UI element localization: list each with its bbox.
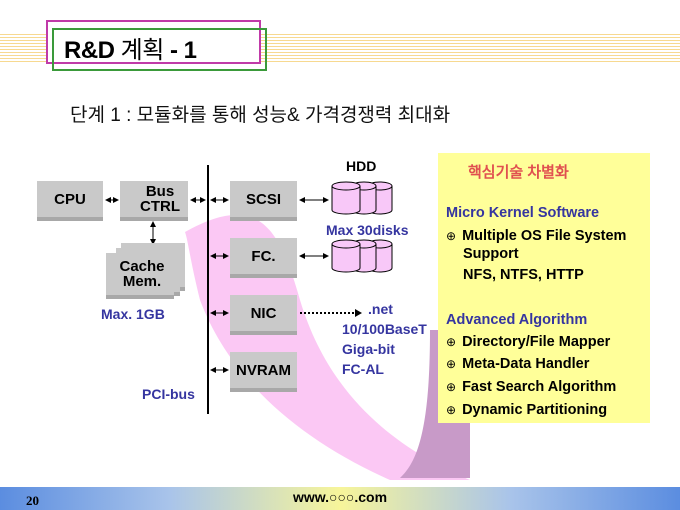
list-item: ⊕ Fast Search Algorithm xyxy=(446,379,616,395)
section-advanced-algorithm: Advanced Algorithm xyxy=(446,312,588,328)
item-text: Directory/File Mapper xyxy=(462,334,611,350)
bus-ctrl-box: Bus CTRL xyxy=(120,181,188,217)
item-text: Meta-Data Handler xyxy=(462,356,590,372)
bullet-icon: ⊕ xyxy=(446,229,457,243)
net-option: FC-AL xyxy=(342,361,384,377)
list-item-cont: Support xyxy=(463,246,519,262)
cpu-box: CPU xyxy=(37,181,103,217)
scsi-box: SCSI xyxy=(230,181,297,217)
title-suffix: - 1 xyxy=(170,37,197,64)
cache-mem-box: Cache Mem. xyxy=(106,253,174,295)
title-korean: 계획 xyxy=(120,37,165,64)
title-frame-magenta xyxy=(46,20,261,64)
footer-url: www.○○○.com xyxy=(292,489,388,505)
item-text: Multiple OS File System xyxy=(462,228,627,244)
net-option: 10/100BaseT xyxy=(342,321,427,337)
nvram-box: NVRAM xyxy=(230,352,297,388)
section-micro-kernel: Micro Kernel Software xyxy=(446,205,600,221)
net-option: Giga-bit xyxy=(342,341,395,357)
title-frame-green xyxy=(52,28,267,71)
net-label: .net xyxy=(368,301,393,317)
fc-box: FC. xyxy=(230,238,297,274)
page-number: 20 xyxy=(26,493,39,508)
hdd-cylinders xyxy=(331,181,393,273)
nic-box: NIC xyxy=(230,295,297,331)
panel-heading: 핵심기술 차별화 xyxy=(468,164,569,181)
swoosh-light xyxy=(185,214,470,480)
bullet-icon: ⊕ xyxy=(446,380,457,394)
list-item: ⊕ Dynamic Partitioning xyxy=(446,402,607,418)
bullet-icon: ⊕ xyxy=(446,335,457,349)
footer-bar xyxy=(0,487,680,510)
core-tech-panel: 핵심기술 차별화 Micro Kernel Software ⊕ Multiple… xyxy=(438,153,650,423)
list-item-cont: NFS, NTFS, HTTP xyxy=(463,267,584,283)
item-text: Fast Search Algorithm xyxy=(462,379,617,395)
cache-note: Max. 1GB xyxy=(101,306,165,322)
slide-subtitle: 단계 1 : 모듈화를 통해 성능& 가격경쟁력 최대화 xyxy=(70,105,451,126)
list-item: ⊕ Directory/File Mapper xyxy=(446,334,610,350)
hdd-label: HDD xyxy=(346,158,377,174)
bullet-icon: ⊕ xyxy=(446,403,457,417)
item-text: Dynamic Partitioning xyxy=(462,402,608,418)
list-item: ⊕ Multiple OS File System xyxy=(446,228,626,244)
bullet-icon: ⊕ xyxy=(446,357,457,371)
slide-title: R&D 계획 - 1 xyxy=(64,30,197,65)
hdd-note: Max 30disks xyxy=(326,222,409,238)
pci-bus-label: PCI-bus xyxy=(142,386,195,402)
title-prefix: R&D xyxy=(64,37,115,64)
list-item: ⊕ Meta-Data Handler xyxy=(446,356,589,372)
